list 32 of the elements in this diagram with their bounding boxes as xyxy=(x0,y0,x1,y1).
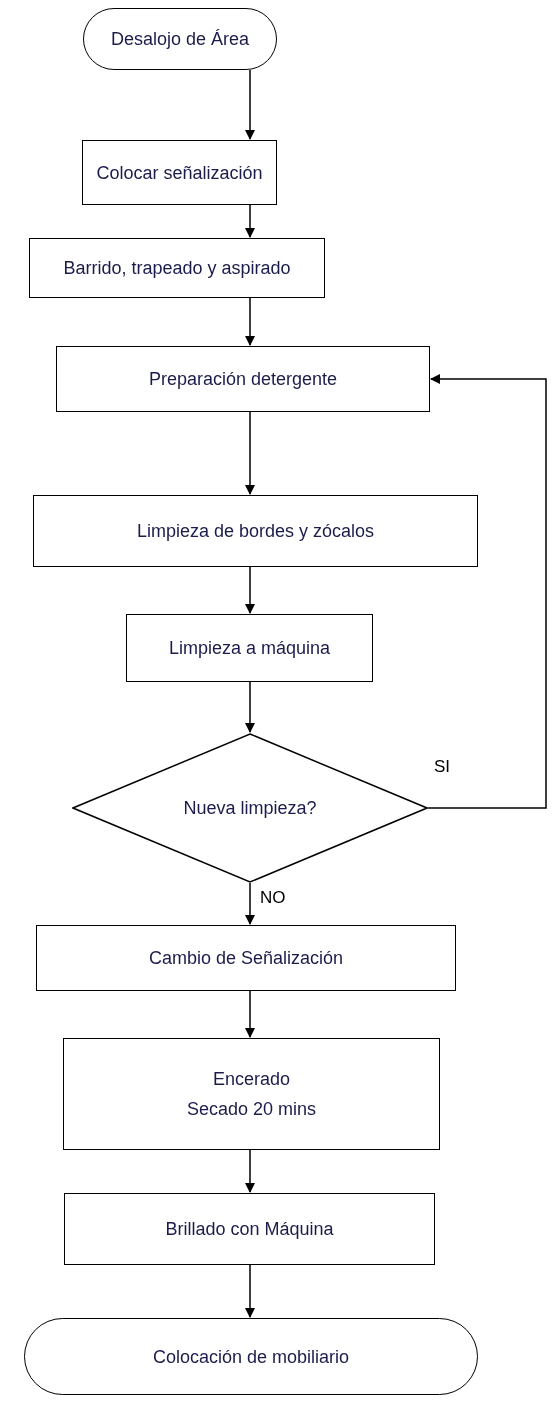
arrow xyxy=(245,882,255,925)
arrow xyxy=(245,1149,255,1193)
process-box xyxy=(126,614,373,682)
node-text: Limpieza a máquina xyxy=(168,637,331,659)
node-text: Encerado xyxy=(212,1068,290,1090)
process-box xyxy=(63,1038,440,1150)
node-text: Colocar señalización xyxy=(96,161,263,184)
arrow xyxy=(427,374,547,809)
process-box xyxy=(64,1193,435,1265)
node-text: Limpieza de bordes y zócalos xyxy=(136,520,375,542)
node-text: Barrido, trapeado y aspirado xyxy=(63,257,291,279)
node-text: Preparación detergente xyxy=(148,368,338,390)
decision-diamond xyxy=(72,733,428,883)
process-box xyxy=(29,238,325,298)
arrow xyxy=(245,297,255,346)
arrow xyxy=(245,681,255,733)
arrow xyxy=(245,1264,255,1318)
arrow xyxy=(245,69,255,140)
node-text: Cambio de Señalización xyxy=(148,947,344,969)
node-text: Desalojo de Área xyxy=(110,28,250,50)
node-text: Brillado con Máquina xyxy=(165,1218,334,1240)
node-text: Secado 20 mins xyxy=(186,1098,317,1120)
arrow xyxy=(245,411,255,495)
node-text: Nueva limpieza? xyxy=(183,797,317,819)
process-box xyxy=(56,346,430,412)
process-box xyxy=(36,925,456,991)
arrow xyxy=(245,204,255,238)
arrow xyxy=(245,990,255,1038)
process-box xyxy=(33,495,478,567)
process-box xyxy=(82,140,277,205)
arrow xyxy=(245,566,255,614)
node-text: Colocación de mobiliario xyxy=(152,1345,350,1368)
